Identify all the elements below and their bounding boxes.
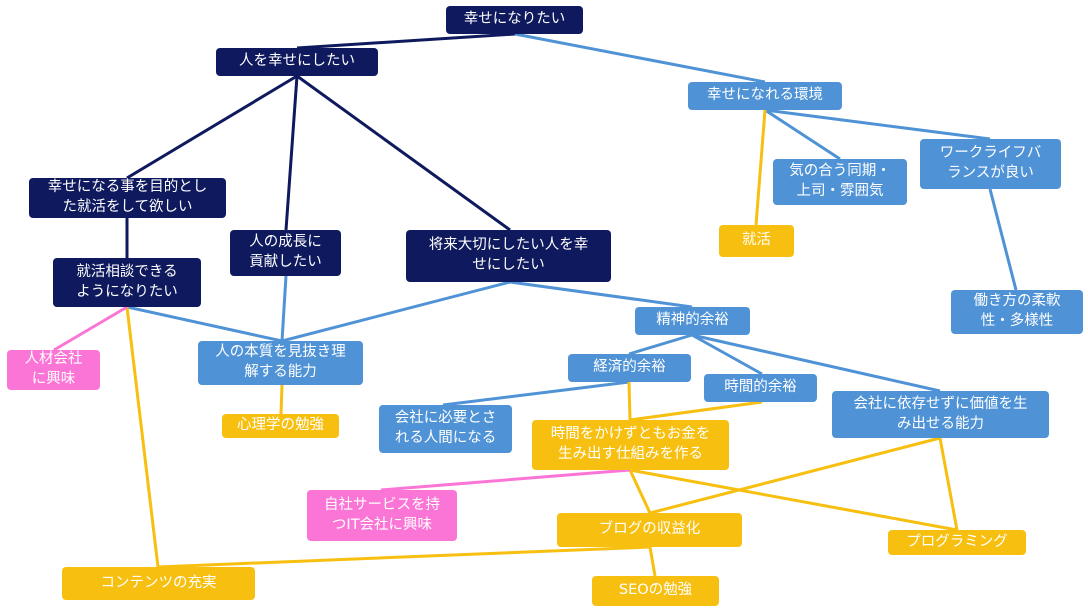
node-mental-margin[interactable]: 精神的余裕 bbox=[635, 307, 750, 335]
edge-independent-blog bbox=[649, 436, 941, 515]
node-seo[interactable]: SEOの勉強 bbox=[592, 576, 719, 606]
edge-money-blog bbox=[628, 469, 652, 514]
node-job-hunting[interactable]: 就活 bbox=[719, 225, 794, 257]
edge-consult-content bbox=[125, 306, 160, 568]
node-programming[interactable]: プログラミング bbox=[888, 530, 1026, 555]
edge-mental-economic bbox=[628, 333, 693, 356]
node-career-consult[interactable]: 就活相談できる ようになりたい bbox=[53, 258, 201, 307]
node-independent-value[interactable]: 会社に依存せずに価値を生 み出せる能力 bbox=[832, 391, 1049, 438]
node-root[interactable]: 幸せになりたい bbox=[446, 6, 583, 34]
node-blog-monetize[interactable]: ブログの収益化 bbox=[557, 513, 742, 547]
node-compatible-colleagues[interactable]: 気の合う同期・ 上司・雰囲気 bbox=[773, 159, 907, 205]
edge-essence-psychology bbox=[279, 384, 284, 415]
edge-make-happy-job-hunt-goal bbox=[126, 74, 298, 180]
node-own-service-it[interactable]: 自社サービスを持 つIT会社に興味 bbox=[307, 490, 457, 541]
edge-future-mental bbox=[509, 280, 693, 309]
edge-make-happy-future bbox=[296, 74, 511, 232]
edge-mental-independent bbox=[691, 333, 941, 393]
edge-economic-needed bbox=[442, 380, 630, 407]
node-flexible-work[interactable]: 働き方の柔軟 性・多様性 bbox=[951, 290, 1083, 334]
node-make-happy[interactable]: 人を幸せにしたい bbox=[216, 48, 378, 76]
edge-consult-essence bbox=[126, 305, 283, 343]
node-psychology[interactable]: 心理学の勉強 bbox=[222, 414, 339, 438]
edge-time-money bbox=[629, 400, 763, 422]
node-happy-env[interactable]: 幸せになれる環境 bbox=[688, 82, 842, 110]
edge-economic-money bbox=[627, 381, 632, 421]
edge-future-essence bbox=[281, 280, 511, 343]
node-see-essence[interactable]: 人の本質を見抜き理 解する能力 bbox=[198, 341, 363, 385]
edge-make-happy-growth bbox=[284, 75, 299, 231]
node-economic-margin[interactable]: 経済的余裕 bbox=[568, 354, 691, 382]
edge-consult-hr bbox=[53, 305, 128, 352]
node-growth[interactable]: 人の成長に 貢献したい bbox=[230, 230, 341, 276]
edge-blog-content bbox=[157, 545, 651, 569]
node-time-margin[interactable]: 時間的余裕 bbox=[704, 374, 817, 402]
edge-env-worklife bbox=[764, 108, 991, 141]
node-future-people[interactable]: 将来大切にしたい人を幸 せにしたい bbox=[406, 230, 611, 282]
edge-independent-programming bbox=[938, 437, 959, 531]
node-hr-company[interactable]: 人材会社 に興味 bbox=[7, 350, 100, 390]
node-needed-person[interactable]: 会社に必要とさ れる人間になる bbox=[379, 405, 512, 453]
edge-money-programming bbox=[629, 468, 958, 532]
node-job-hunt-goal[interactable]: 幸せになる事を目的とし た就活をして欲しい bbox=[29, 178, 226, 218]
edge-env-jobhunting bbox=[754, 109, 767, 226]
node-money-system[interactable]: 時間をかけずともお金を 生み出す仕組みを作る bbox=[532, 420, 729, 470]
edge-worklife-flexible bbox=[988, 188, 1018, 291]
edge-root-make-happy bbox=[296, 32, 516, 50]
edge-growth-essence bbox=[280, 275, 288, 342]
edge-blog-seo bbox=[648, 546, 657, 577]
edge-money-ownservice bbox=[380, 468, 631, 492]
node-work-life[interactable]: ワークライフバ ランスが良い bbox=[920, 139, 1061, 189]
edge-root-env bbox=[514, 32, 766, 84]
edge-mental-time bbox=[691, 333, 763, 376]
edge-env-colleagues bbox=[764, 108, 841, 161]
node-content[interactable]: コンテンツの充実 bbox=[62, 567, 255, 600]
